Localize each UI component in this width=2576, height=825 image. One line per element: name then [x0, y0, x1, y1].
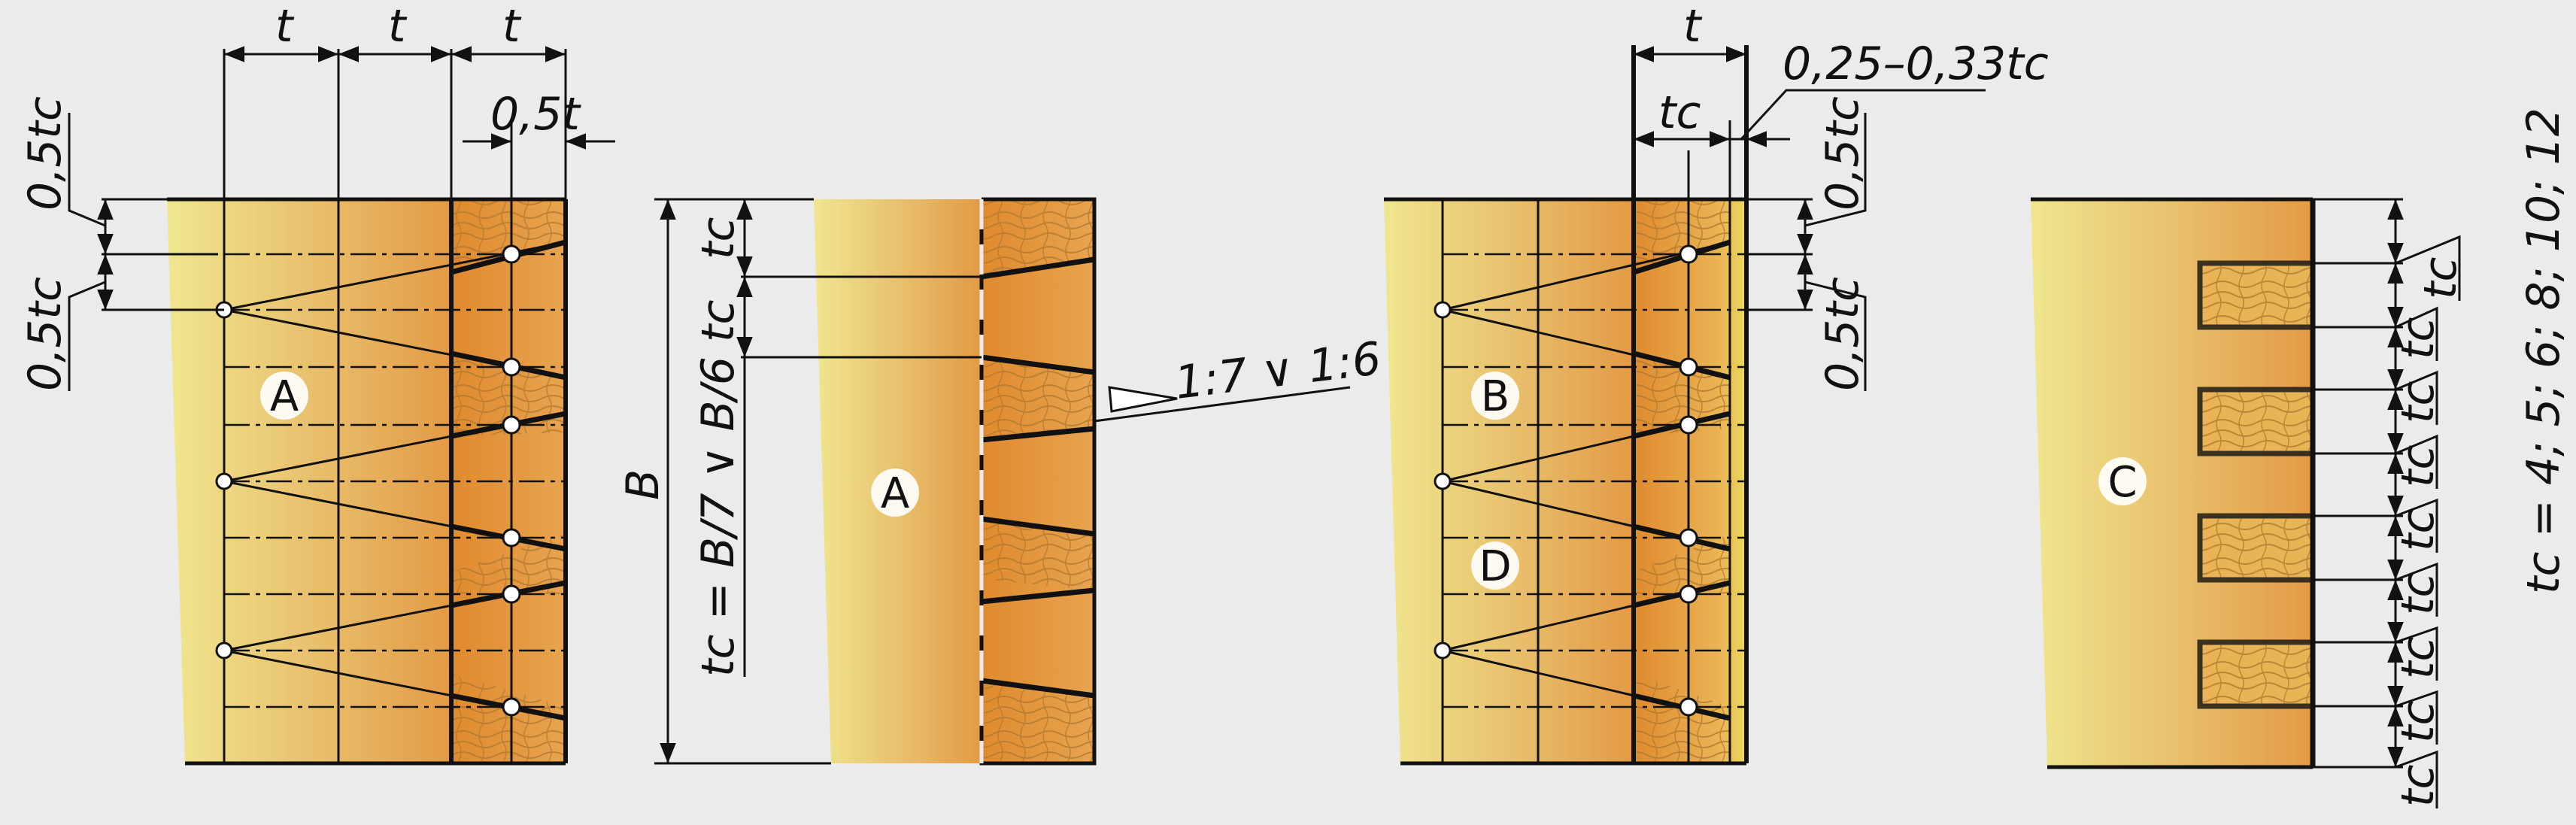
- fig3-dim-half-tc-bottom: 0,5tc: [1816, 277, 1869, 391]
- fig2-dim-tc1: tc: [692, 217, 745, 259]
- fig3-marker-d: D: [1471, 541, 1519, 591]
- fig3-pivot-points: [1434, 244, 1698, 717]
- fig1-dimension-t: [224, 46, 615, 150]
- fig4-tc-1: tc: [2414, 256, 2467, 299]
- fig1-dimension-half-tc: [68, 113, 224, 391]
- fig4-tc-7: tc: [2392, 636, 2444, 679]
- fig4-tc-8: tc: [2392, 700, 2444, 743]
- fig1-dim-t1: t: [275, 0, 295, 53]
- fig4-tc-5: tc: [2392, 508, 2444, 551]
- fig2-dimension-lines: [654, 198, 982, 765]
- fig3-dimension-lines: [1634, 46, 1986, 391]
- fig2-dim-b: B: [617, 469, 669, 500]
- fig1-dim-half-tc-top: 0,5tc: [19, 96, 71, 211]
- fig3-dim-tc: tc: [1658, 86, 1701, 139]
- fig2-slope-leader: [1094, 386, 1351, 423]
- fig2-marker-a-label: A: [881, 469, 909, 518]
- fig3-dim-t: t: [1683, 0, 1703, 53]
- fig3-marker-b: B: [1471, 372, 1519, 421]
- fig3-dim-gap: 0,25–0,33tc: [1783, 38, 2049, 90]
- figure-4-box-joint: tc tc tc tc tc tc tc tc tc tc = 4; 5; 6;…: [2031, 108, 2570, 808]
- fig3-marker-b-label: B: [1481, 372, 1509, 421]
- fig4-tc-4: tc: [2392, 444, 2444, 487]
- fig4-tc-2: tc: [2392, 317, 2444, 359]
- fig1-marker-a: A: [260, 372, 308, 421]
- fig2-tail-grain: [982, 199, 1094, 763]
- fig1-dim-t3: t: [502, 0, 522, 53]
- fig4-marker-c: C: [2098, 457, 2147, 507]
- fig2-dim-tc2: tc: [692, 299, 745, 342]
- fig4-pins: [2197, 260, 2316, 709]
- fig2-formula: tc = B/7 ∨ B/6: [692, 356, 745, 677]
- fig4-marker-c-label: C: [2107, 458, 2137, 507]
- fig1-pivot-points: [215, 244, 521, 717]
- figure-3-half-blind-dovetail: t tc 0,25–0,33tc 0,5tc 0,5tc B D: [1384, 0, 2049, 766]
- fig1-pin-grain: [451, 199, 566, 763]
- fig4-board-face: [2031, 199, 2313, 767]
- figure-1-dovetail-pins: t t t 0,5t 0,5tc 0,5tc A: [19, 0, 615, 766]
- figure-2-tail-board: tc tc B tc = B/7 ∨ B/6 1:7 ∨ 1:6 A: [617, 197, 1384, 766]
- fig2-slope: 1:7 ∨ 1:6: [1172, 332, 1384, 410]
- fig2-marker-a: A: [871, 469, 919, 518]
- fig1-marker-a-label: A: [270, 372, 299, 421]
- fig4-tc-3: tc: [2392, 381, 2444, 423]
- fig4-tc-6: tc: [2392, 572, 2444, 615]
- fig2-tail-section: [982, 199, 1094, 763]
- fig1-dim-t2: t: [388, 0, 408, 53]
- fig3-marker-d-label: D: [1479, 542, 1511, 591]
- fig3-dim-half-tc-top: 0,5tc: [1816, 96, 1869, 211]
- fig4-tc-9: tc: [2392, 764, 2444, 807]
- fig1-dim-half-t: 0,5t: [490, 88, 581, 141]
- fig4-dimension-lines: [2313, 198, 2461, 808]
- fig4-outline: [2031, 197, 2316, 769]
- fig1-dim-half-tc-bottom: 0,5tc: [19, 277, 71, 391]
- fig4-formula: tc = 4; 5; 6; 8; 10; 12: [2517, 108, 2570, 594]
